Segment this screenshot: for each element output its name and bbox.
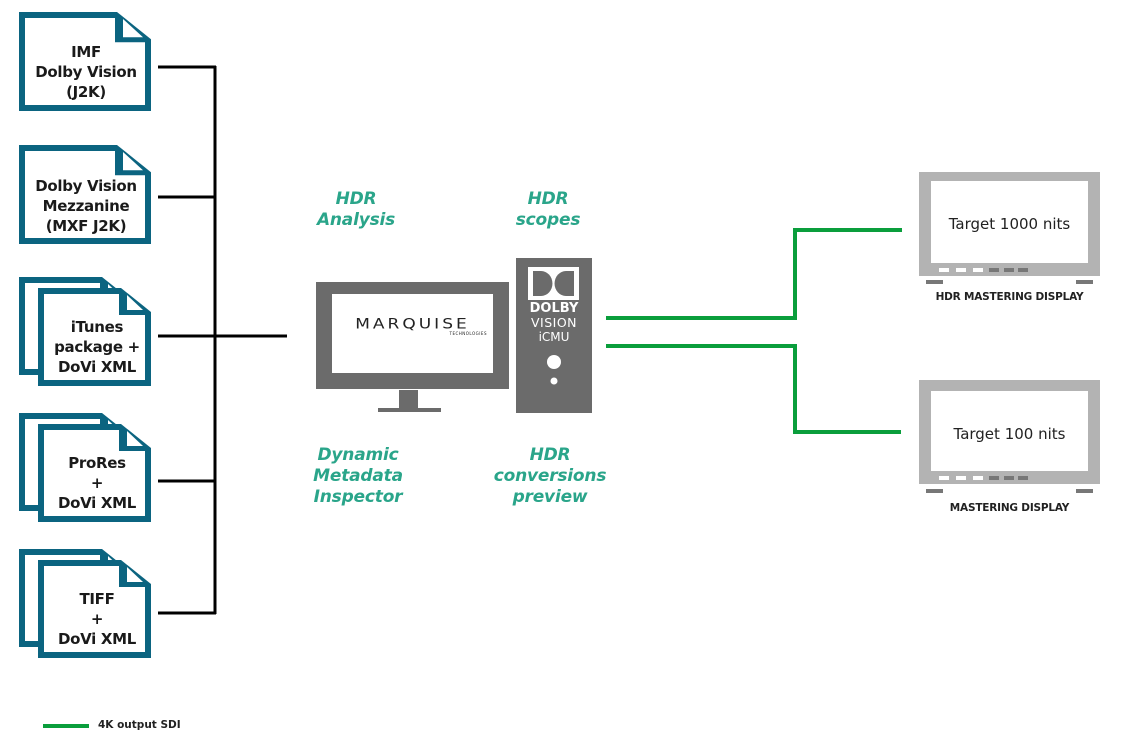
sdi-line-hdr-display: [606, 228, 902, 320]
power-button: [547, 355, 561, 369]
tower-led: [550, 377, 558, 385]
monitor-screen: [332, 294, 493, 373]
dolby-vision-icmu-tower: [516, 258, 592, 413]
document-front-page: [38, 288, 151, 386]
dolby-logo-left: [533, 271, 553, 296]
tower-brand: DOLBY VISION iCMU: [529, 301, 579, 344]
documents-stack-icon: [19, 277, 151, 386]
documents-stack-icon: [19, 413, 151, 522]
document-icon: [19, 145, 151, 244]
display-2-screen-text: Target 100 nits: [953, 425, 1066, 443]
marquise-logo: MARQUISE TECHNOLOGIES: [355, 315, 487, 337]
document-icon: [19, 12, 151, 111]
display-1-screen-text: Target 1000 nits: [948, 215, 1071, 233]
input-label-prores: ProRes+DoVi XML: [57, 454, 137, 512]
mastering-display: [919, 380, 1100, 493]
workstation-monitor: [316, 282, 509, 412]
display-1-caption: HDR MASTERING DISPLAY: [935, 291, 1084, 303]
document-front-page: [38, 424, 151, 522]
input-bus: [158, 65, 287, 615]
documents-stack-icon: [19, 549, 151, 658]
sdi-line-sdr-display: [606, 344, 901, 434]
legend-sdi-label: 4K output SDI: [98, 719, 181, 731]
document-front-page: [38, 560, 151, 658]
dolby-logo-right: [554, 271, 574, 296]
monitor-base: [378, 408, 441, 412]
sdi-outputs: [606, 228, 902, 434]
hdr-mastering-display: [919, 172, 1100, 284]
display-2-caption: MASTERING DISPLAY: [949, 502, 1070, 514]
monitor-neck: [399, 390, 418, 410]
input-label-tiff: TIFF+DoVi XML: [57, 590, 137, 648]
